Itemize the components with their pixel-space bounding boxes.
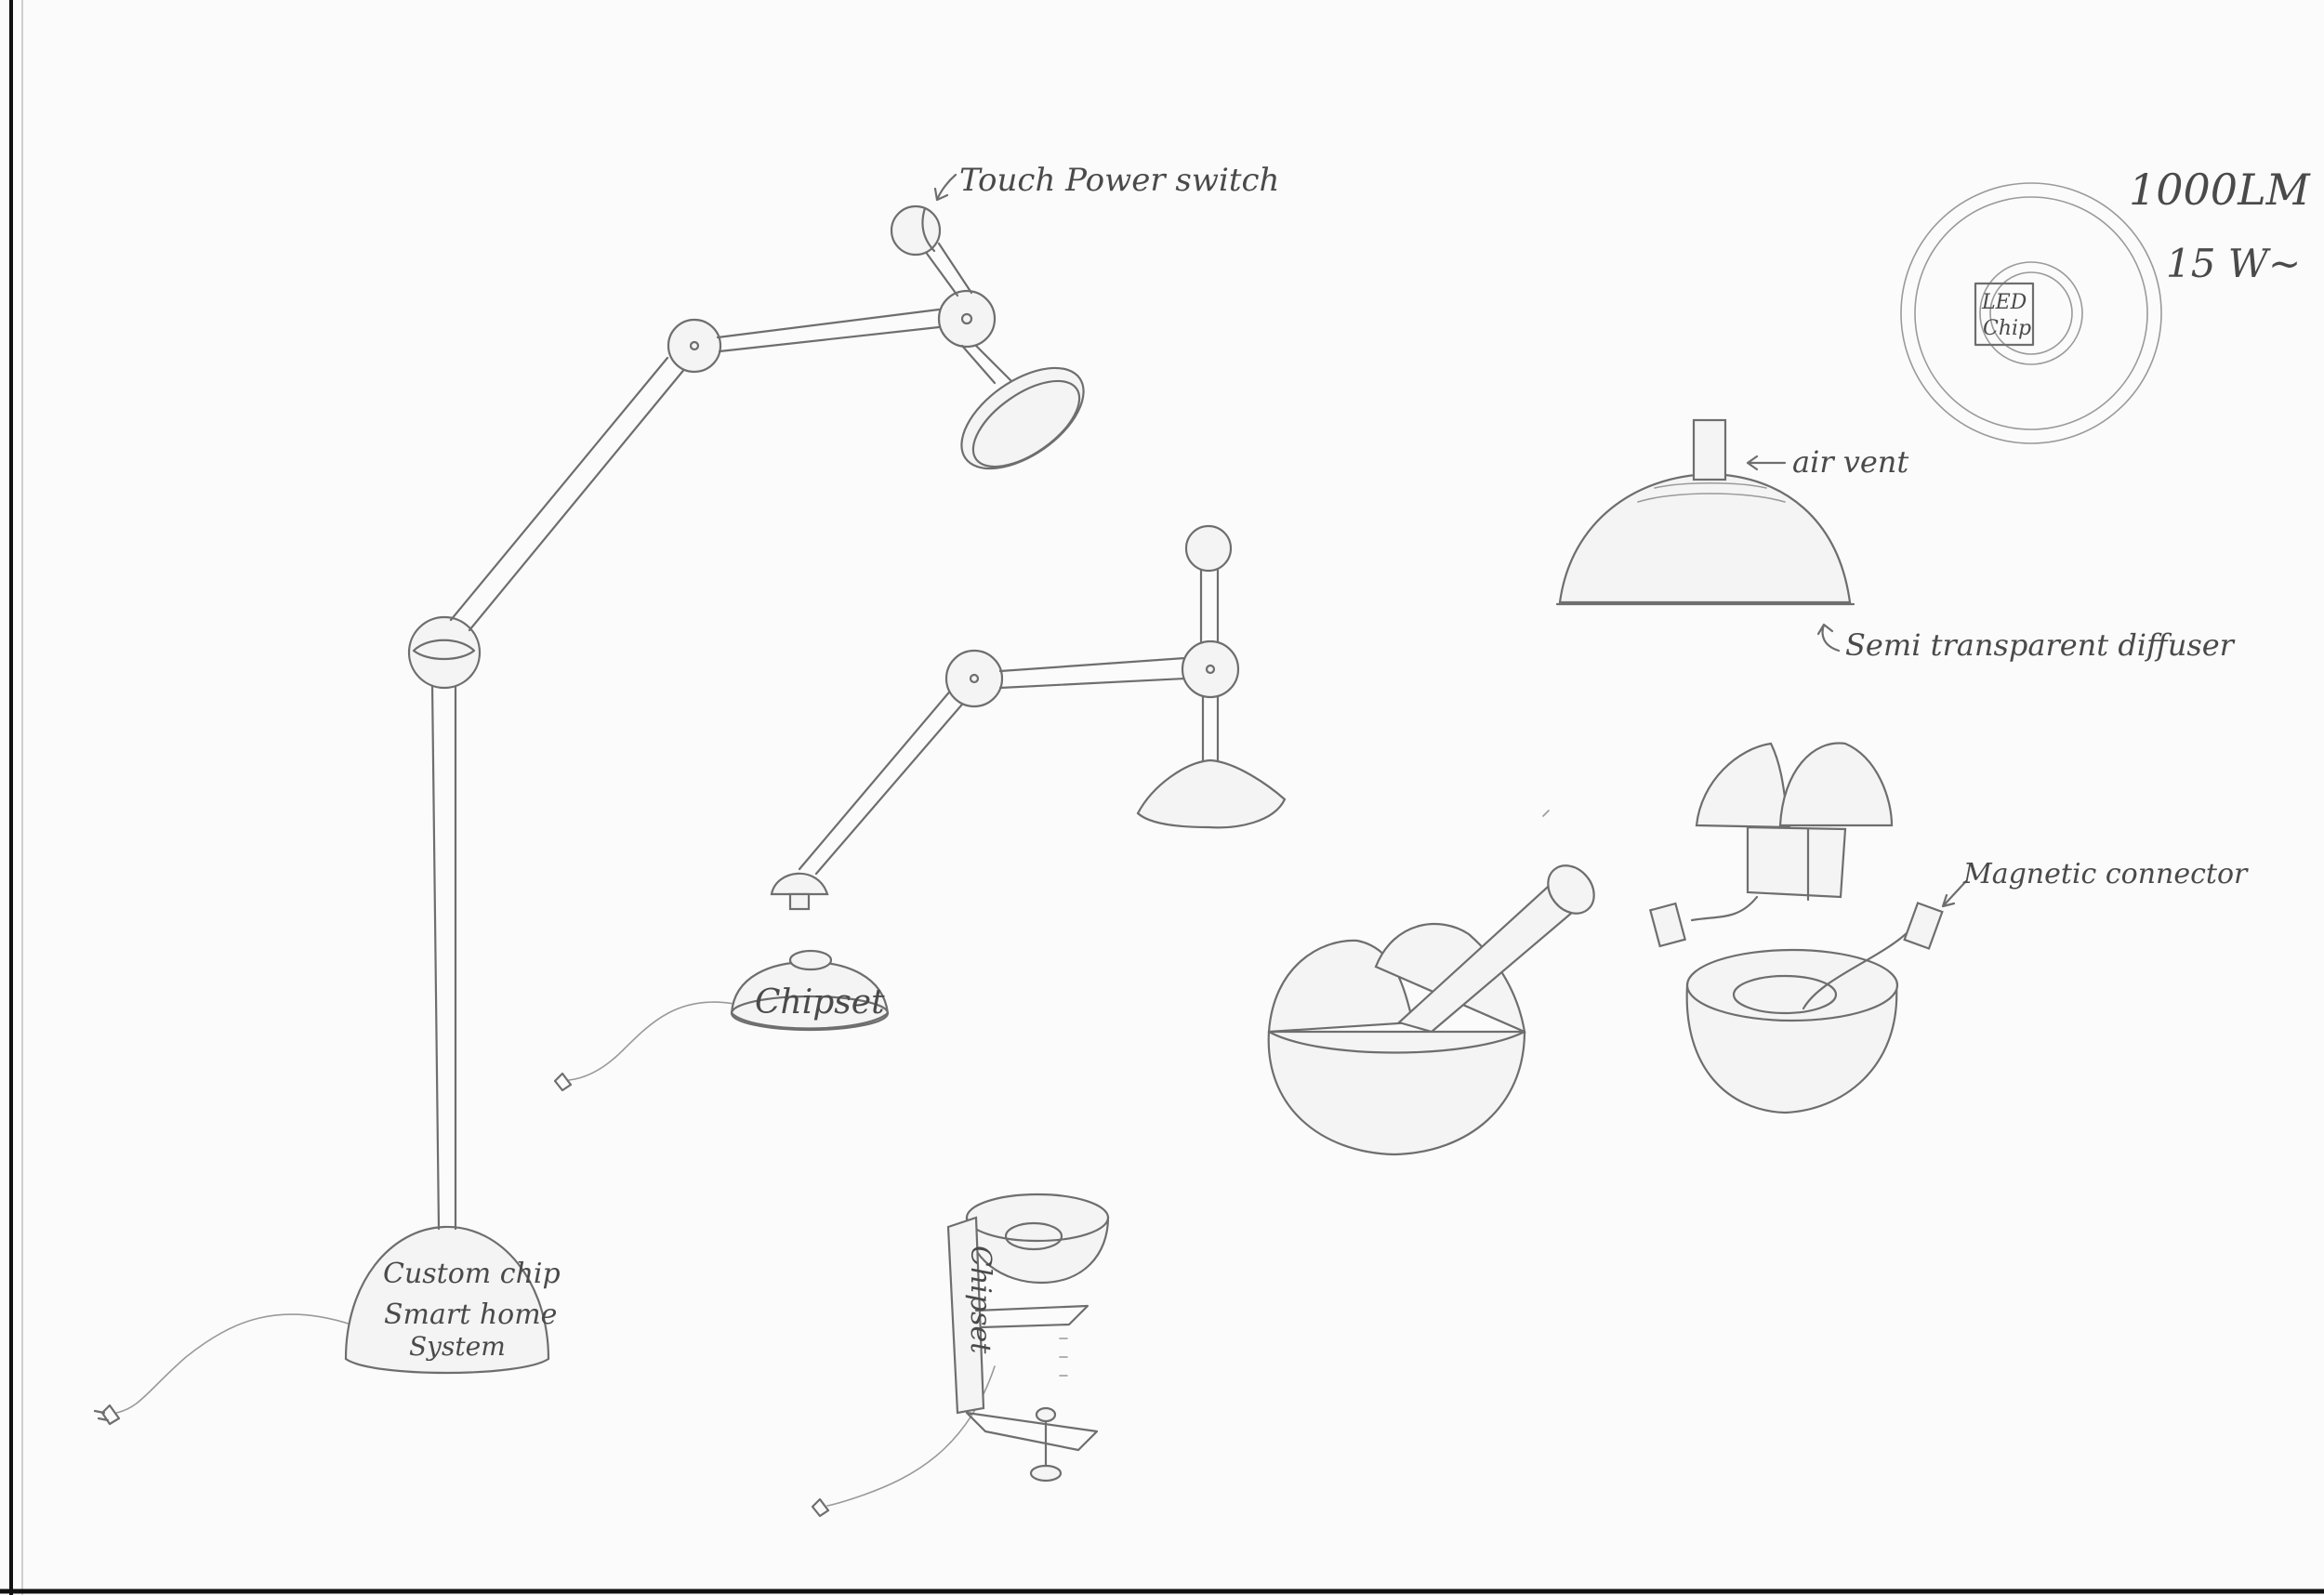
floor-lamp-head (960, 366, 1085, 470)
floor-lamp-head-rim (971, 379, 1081, 468)
clamp-lamp-lower-jaw (965, 1411, 1099, 1452)
clamp-lamp-dash-marks (1059, 1338, 1068, 1377)
clamp-lamp-body (946, 1216, 985, 1415)
smart-home-label: Smart home (384, 1298, 557, 1331)
magnetic-arrow (1941, 879, 1968, 908)
led-label: LED (1981, 291, 2027, 314)
split-shade-left (1695, 742, 1791, 829)
connector-plug-right (1903, 902, 1944, 950)
floor-lamp-head-stem-a (974, 344, 1013, 383)
desk-lamp-base-rim (730, 995, 890, 1032)
sphere-mark (1542, 810, 1550, 817)
sphere-seam (1267, 1030, 1526, 1054)
touch-switch-arrow (933, 173, 957, 202)
magnetic-connector-detail: Magnetic connector (1648, 742, 2249, 1114)
desk-lamp-touch-switch (1184, 524, 1233, 573)
floor-lamp-switch-curve (921, 206, 936, 253)
sphere-shade-detail (1267, 810, 1595, 1156)
desk-lamp-arm-a (798, 686, 955, 871)
floor-lamp-mid-joint (667, 318, 722, 374)
floor-lamp-arm-c (716, 308, 941, 339)
desk-lamp-mid-pin (969, 673, 980, 684)
floor-lamp-top-pin (960, 312, 973, 325)
system-label: System (409, 1331, 506, 1362)
touch-switch-label: Touch Power switch (959, 162, 1279, 199)
floor-lamp-base (344, 1225, 550, 1375)
led-glow-ring-2 (1979, 261, 2083, 365)
clamp-chipset-label: Chipset (964, 1246, 997, 1354)
lower-sphere-ring (1732, 974, 1838, 1015)
clamp-lamp-screw-knob (1029, 1464, 1063, 1483)
air-vent-label: air vent (1792, 444, 1908, 480)
diffuser-neck (1692, 418, 1727, 481)
custom-chip-label: Custom chip (383, 1258, 561, 1290)
led-glow-ring-3 (1989, 271, 2073, 355)
desk-lamp-top-pin (1205, 664, 1216, 675)
clamp-lamp-led-ring (1004, 1221, 1063, 1251)
desk-lamp-arm-b (814, 697, 969, 876)
connector-wire-left (1690, 895, 1759, 922)
desk-lamp-magnet-neck (788, 892, 811, 911)
floor-lamp-mid-pin (689, 340, 700, 351)
sphere-tube-opening (1547, 864, 1595, 915)
desk-lamp-mid-joint (944, 649, 1004, 708)
connector-wire-right (1802, 923, 1917, 1010)
floor-lamp-arm-b (468, 365, 688, 632)
led-chip-detail: LED Chip 1000LM 15 W~ (1900, 165, 2312, 444)
desk-lamp-top-joint (1181, 639, 1240, 699)
desk-lamp-magnet-cap (770, 872, 829, 896)
floor-lamp-sketch: Touch Power switch Custom chip Smart hom… (93, 162, 1279, 1426)
floor-lamp-lower-joint (407, 615, 482, 690)
floor-lamp-top-joint (937, 289, 997, 349)
floor-lamp-arm-a (449, 356, 669, 622)
desk-chipset-label: Chipset (755, 983, 885, 1022)
split-shade-right (1778, 742, 1894, 827)
clamp-lamp-screw-top (1035, 1406, 1057, 1423)
chip-label: Chip (1983, 317, 2031, 340)
clamp-lamp-plug (811, 1497, 830, 1518)
diffuser-arrow (1816, 623, 1841, 652)
diffuser-detail: air vent Semi transparent diffuser (1555, 418, 2236, 663)
led-glow-outer (1900, 182, 2162, 444)
led-chip-box (1974, 282, 2035, 347)
floor-lamp-cord (115, 1313, 352, 1414)
clamp-lamp-upper-jaw (974, 1304, 1089, 1329)
air-vent-arrow (1746, 455, 1787, 471)
desk-lamp-plug (553, 1072, 573, 1092)
air-vent-ring-1 (1637, 493, 1786, 503)
desk-lamp-sketch: Chipset (553, 524, 1287, 1092)
desk-lamp-cord (568, 1001, 735, 1081)
split-shade-body (1746, 825, 1847, 899)
floor-lamp-arm-d (718, 325, 941, 353)
floor-lamp-joint-hinge (412, 639, 476, 660)
floor-lamp-pole-left (430, 681, 441, 1231)
desk-lamp-base (730, 960, 890, 1030)
floor-lamp-switch-stem-a (923, 249, 959, 297)
clamp-lamp-sketch: Chipset (811, 1193, 1110, 1518)
desk-lamp-arm-c (998, 656, 1187, 673)
desk-lamp-shade (1136, 758, 1287, 829)
floor-lamp-touch-switch (890, 204, 942, 257)
desk-lamp-base-socket (788, 949, 833, 971)
floor-lamp-switch-stem-b (937, 242, 973, 295)
connector-plug-left (1648, 902, 1687, 948)
sphere-lower-half (1267, 1030, 1526, 1156)
lumens-label: 1000LM (2129, 165, 2312, 215)
magnetic-label: Magnetic connector (1962, 858, 2249, 890)
diffuser-label: Semi transparent diffuser (1845, 627, 2236, 663)
led-glow-ring-1 (1914, 196, 2148, 430)
desk-lamp-arm-d (998, 677, 1187, 690)
air-vent-ring-2 (1654, 481, 1767, 489)
floor-lamp-head-stem-b (960, 344, 997, 385)
floor-lamp-plug (93, 1404, 121, 1426)
clamp-lamp-bowl-rim (965, 1193, 1110, 1243)
watts-label: 15 W~ (2166, 241, 2301, 286)
